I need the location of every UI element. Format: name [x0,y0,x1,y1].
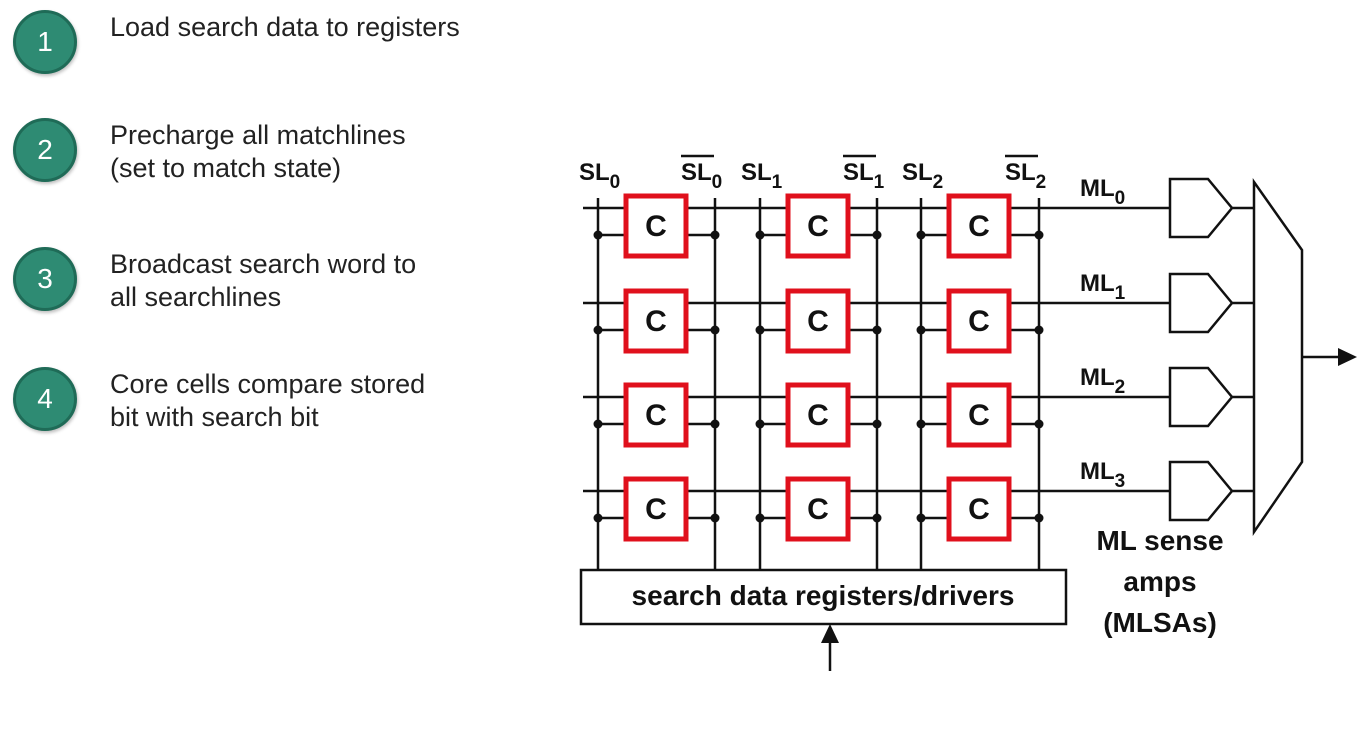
cam-cell [785,476,851,542]
junction-dot [872,513,882,523]
sense-amp-label: (MLSAs) [1103,607,1217,638]
searchline-bar-label: SL2 [1005,159,1046,193]
sense-amp [1168,366,1234,428]
searchline-label: SL1 [741,159,783,193]
cam-cell [623,382,689,448]
step-number-badge: 1 [13,10,77,74]
register-box [579,568,1068,626]
step-number-badge: 3 [13,247,77,311]
junction-dot [710,325,720,335]
cam-cell [946,382,1012,448]
matchline-label: ML2 [1080,364,1125,398]
step-text-line: bit with search bit [110,402,319,432]
junction-dot [755,230,765,240]
junction-dot [593,419,603,429]
cam-cell-label: C [807,399,829,432]
junction-dot [755,513,765,523]
cam-cell-label: C [645,210,667,243]
sense-amp [1168,177,1234,239]
cam-cell [785,288,851,354]
step-text-line: all searchlines [110,282,282,312]
step-text-line: Core cells compare stored [110,369,426,399]
output-arrow-icon [1338,348,1357,366]
cam-cell [946,193,1012,259]
cam-cell-label: C [645,305,667,338]
encoder-block [1252,178,1304,537]
step-text-line: Precharge all matchlines [110,120,406,150]
cam-cell-label: C [807,493,829,526]
step-number-badge: 2 [13,118,77,182]
junction-dot [916,230,926,240]
junction-dot [710,230,720,240]
junction-dot [1034,230,1044,240]
cam-cell-label: C [968,399,990,432]
cam-cell-label: C [968,210,990,243]
junction-dot [872,325,882,335]
matchline-label: ML0 [1080,175,1125,209]
cam-cell-label: C [968,493,990,526]
junction-dot [1034,325,1044,335]
junction-dot [710,419,720,429]
step-text-line: Broadcast search word to [110,249,417,279]
junction-dot [1034,513,1044,523]
junction-dot [593,325,603,335]
cam-cell-label: C [645,493,667,526]
input-arrow-icon [821,624,839,643]
junction-dot [755,325,765,335]
junction-dot [916,325,926,335]
searchline-label: SL2 [902,159,943,193]
cam-cell-label: C [807,305,829,338]
matchline-label: ML3 [1080,458,1125,492]
searchline-label: SL0 [579,159,620,193]
searchline-bar-label: SL1 [843,159,885,193]
cam-cell [623,193,689,259]
sense-amp-label: ML sense [1096,525,1223,556]
junction-dot [916,513,926,523]
sense-amp [1168,272,1234,334]
cam-cell-label: C [645,399,667,432]
matchline-label: ML1 [1080,270,1126,304]
step-list: 1 Load search data to registers 2 Precha… [0,0,560,747]
register-label: search data registers/drivers [632,580,1015,611]
searchline-bar-label: SL0 [681,159,722,193]
cam-cell-label: C [807,210,829,243]
junction-dot [872,230,882,240]
step-text: Precharge all matchlines (set to match s… [110,119,540,185]
cam-cell [785,193,851,259]
cam-cell [946,288,1012,354]
cam-cell [623,476,689,542]
step-text-line: (set to match state) [110,153,342,183]
step-text: Load search data to registers [110,11,540,44]
step-number-badge: 4 [13,367,77,431]
junction-dot [593,513,603,523]
cam-cell [623,288,689,354]
junction-dot [872,419,882,429]
cam-cell [946,476,1012,542]
sense-amp [1168,460,1234,522]
junction-dot [710,513,720,523]
cam-cell-label: C [968,305,990,338]
step-text: Broadcast search word to all searchlines [110,248,540,314]
junction-dot [755,419,765,429]
step-text-line: Load search data to registers [110,12,460,42]
junction-dot [593,230,603,240]
cam-cell [785,382,851,448]
sense-amp-label: amps [1123,566,1196,597]
junction-dot [916,419,926,429]
junction-dot [1034,419,1044,429]
step-text: Core cells compare stored bit with searc… [110,368,540,434]
